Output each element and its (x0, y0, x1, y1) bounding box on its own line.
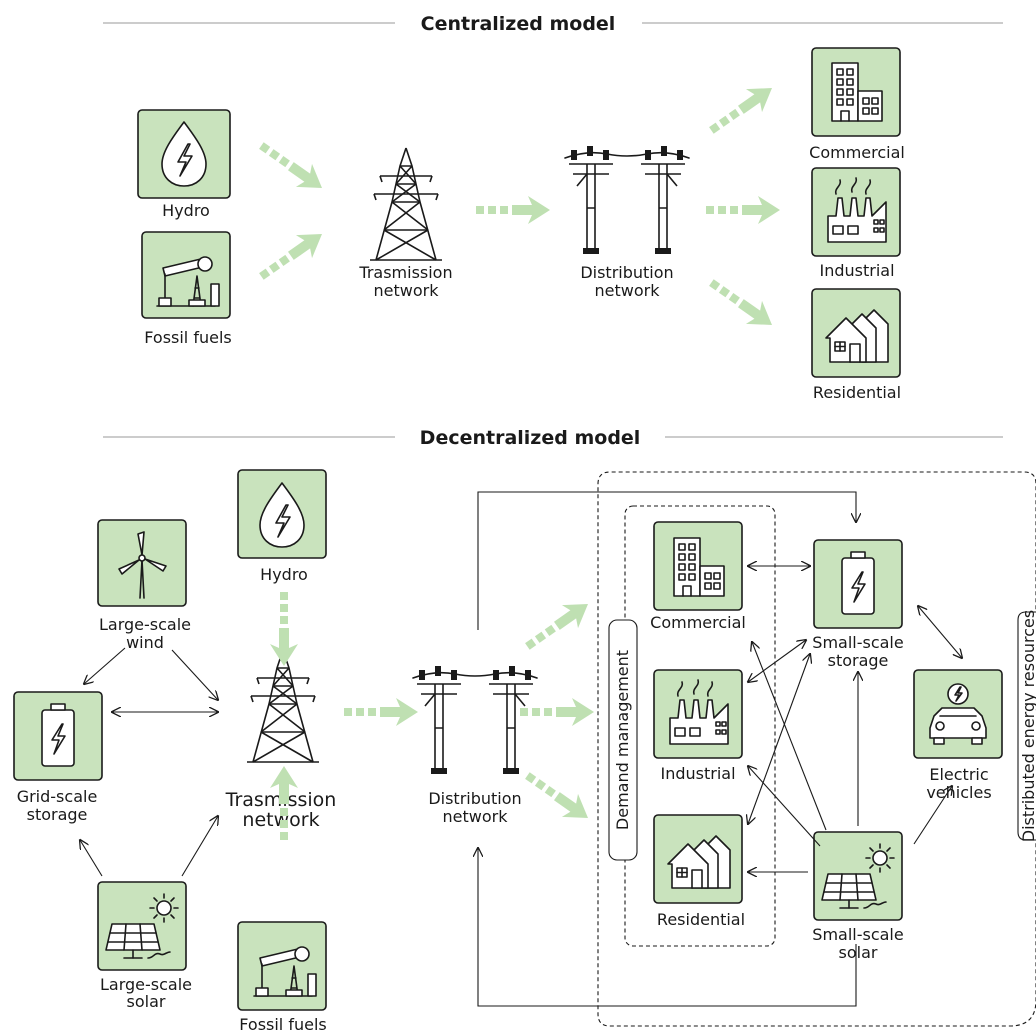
industrial-node: Industrial (653, 669, 743, 783)
grid-storage-label-1: Grid-scale (17, 787, 98, 806)
flow-arrow (703, 76, 781, 142)
transmission-label-1: Trasmission (358, 263, 452, 282)
fossil-node: Fossil fuels (141, 231, 232, 347)
commercial-node: Commercial (650, 521, 746, 632)
ev-label-2: vehicles (926, 783, 991, 802)
residential-node: Residential (811, 288, 901, 402)
fossil-node: Fossil fuels (237, 921, 327, 1034)
large-solar-node: Large-scale solar (97, 881, 192, 1011)
flow-arrow (519, 764, 597, 830)
grid-storage-node: Grid-scale storage (13, 691, 103, 824)
industrial-label: Industrial (819, 261, 894, 280)
flow-arrow (520, 698, 594, 726)
der-label: Distributed energy resources (1019, 610, 1036, 842)
residential-node: Residential (653, 814, 745, 929)
distribution-node: Distribution network (564, 145, 690, 300)
small-storage-label-1: Small-scale (812, 633, 903, 652)
transmission-label-2: network (374, 281, 440, 300)
hydro-node: Hydro (237, 469, 327, 584)
small-solar-label-1: Small-scale (812, 925, 903, 944)
distribution-label-2: network (595, 281, 661, 300)
small-storage-node: Small-scale storage (812, 539, 904, 670)
fossil-label: Fossil fuels (144, 328, 231, 347)
grid-storage-label-2: storage (27, 805, 88, 824)
flow-arrow (476, 196, 550, 224)
commercial-label: Commercial (809, 143, 905, 162)
ev-label-1: Electric (929, 765, 988, 784)
hydro-label: Hydro (162, 201, 210, 220)
fossil-label: Fossil fuels (239, 1015, 326, 1034)
centralized-heading: Centralized model (421, 13, 616, 35)
demand-label: Demand management (613, 650, 632, 830)
hydro-node: Hydro (137, 109, 231, 220)
distribution-label-2: network (443, 807, 509, 826)
large-solar-label-1: Large-scale (100, 975, 192, 994)
decentralized-section: Decentralized model Distributed energy r… (13, 427, 1036, 1034)
wind-node: Large-scale wind (97, 519, 191, 652)
flow-arrow (344, 698, 418, 726)
flow-arrow (519, 592, 597, 658)
demand-label-pill (608, 619, 638, 861)
wind-label-2: wind (126, 633, 164, 652)
connector-arrows (80, 491, 962, 1007)
industrial-label: Industrial (660, 764, 735, 783)
distribution-label-1: Distribution (428, 789, 521, 808)
industrial-node: Industrial (811, 167, 901, 280)
distribution-node: Distribution network (412, 665, 538, 826)
commercial-node: Commercial (809, 47, 905, 162)
decentralized-heading: Decentralized model (420, 427, 641, 449)
large-solar-label-2: solar (127, 992, 166, 1011)
der-area (597, 471, 1036, 1027)
ev-node: Electric vehicles (913, 669, 1003, 802)
transmission-node: Trasmission network (358, 147, 453, 300)
flow-arrow (253, 134, 331, 200)
hydro-label: Hydro (260, 565, 308, 584)
small-solar-node: Small-scale solar (812, 831, 904, 962)
flow-arrow (706, 196, 780, 224)
flow-arrow (253, 222, 331, 288)
centralized-section: Centralized model Hydro Fossil fuels Tra… (103, 13, 1003, 402)
flow-arrow (703, 271, 781, 337)
distribution-label-1: Distribution (580, 263, 673, 282)
flow-arrow (270, 592, 298, 666)
commercial-label: Commercial (650, 613, 746, 632)
residential-label: Residential (657, 910, 745, 929)
wind-label-1: Large-scale (99, 615, 191, 634)
small-solar-label-2: solar (839, 943, 878, 962)
residential-label: Residential (813, 383, 901, 402)
small-storage-label-2: storage (828, 651, 889, 670)
